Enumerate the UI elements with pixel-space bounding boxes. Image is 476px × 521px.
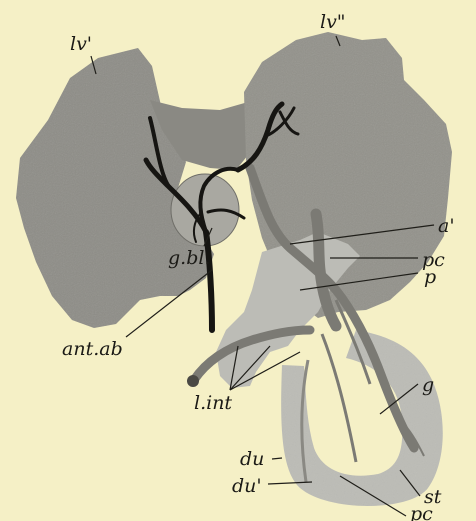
label-du: du — [240, 448, 264, 470]
label-ant-ab: ant.ab — [62, 338, 123, 360]
label-pc-lower: pc — [410, 503, 433, 521]
label-a-prime: a' — [438, 215, 455, 237]
label-lv-left: lv' — [70, 33, 92, 55]
label-l-int: l.int — [194, 392, 232, 414]
label-gbl: g.bl. — [168, 247, 210, 269]
label-lv-right: lv" — [320, 11, 346, 33]
label-p: p — [424, 266, 436, 288]
label-du-prime: du' — [232, 475, 262, 497]
label-g: g — [422, 374, 434, 396]
